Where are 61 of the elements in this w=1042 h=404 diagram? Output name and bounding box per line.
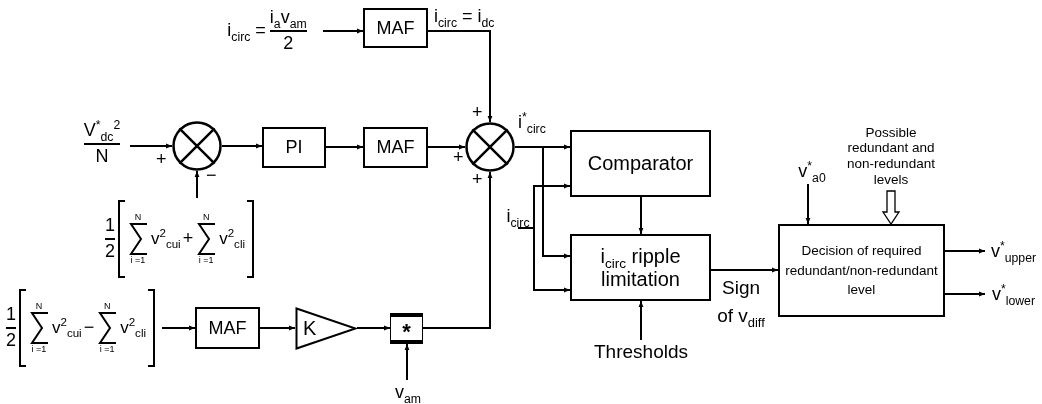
- arrow: [710, 267, 779, 273]
- sign-label: +: [453, 148, 464, 168]
- arrow: [427, 30, 493, 123]
- numerator: 1: [104, 216, 115, 236]
- arrow: [514, 146, 571, 259]
- upper-limit: N: [35, 302, 43, 311]
- arrow: [129, 143, 173, 149]
- numerator: i$_{a}$v$_{am}$: [269, 8, 307, 28]
- lower-limit: i =1: [198, 256, 214, 265]
- arrow: [638, 300, 644, 341]
- denominator: 2: [5, 331, 16, 351]
- numerator: 1: [5, 305, 16, 325]
- arrow: [404, 343, 410, 381]
- multiplier-block: *: [390, 313, 423, 344]
- signal-label: i$_{circ}$: [502, 205, 534, 228]
- arrow: [194, 170, 200, 199]
- arrow: [221, 143, 263, 149]
- formula-text: i$_{circ}$ =: [227, 21, 266, 41]
- arrow: [325, 144, 364, 150]
- filter-block: MAF: [195, 307, 260, 349]
- arrow: [161, 325, 196, 331]
- sign-label: −: [206, 166, 217, 186]
- arrow: [638, 196, 644, 235]
- arrow: [322, 28, 364, 34]
- arrow: [356, 325, 391, 331]
- sign-label: +: [472, 170, 483, 190]
- summing-junction: [172, 121, 222, 171]
- upper-limit: N: [134, 213, 142, 222]
- upper-limit: N: [103, 302, 111, 311]
- input-note: Possible redundant and non-redundant levels: [836, 121, 946, 191]
- hollow-arrow: [881, 190, 901, 226]
- input-label: Thresholds: [586, 340, 696, 364]
- lower-limit: i =1: [99, 345, 115, 354]
- upper-limit: N: [202, 213, 210, 222]
- arrow: [422, 171, 493, 329]
- ripple-limitation-block: i$_{circ}$ ripple limitation: [570, 234, 711, 301]
- controller-block: PI: [262, 127, 326, 168]
- sign-label: +: [472, 103, 483, 123]
- operator: +: [182, 229, 194, 249]
- sign-label: +: [156, 150, 167, 170]
- operator: −: [83, 318, 95, 338]
- decision-block: Decision of required redundant/non-redundant level: [778, 224, 945, 317]
- arrow: [944, 291, 986, 297]
- input-label: v$_{am}$: [392, 380, 424, 404]
- arrow: [944, 248, 986, 254]
- lower-limit: i =1: [130, 256, 146, 265]
- denominator: 2: [283, 34, 294, 54]
- denominator: 2: [104, 242, 115, 262]
- arrow: [517, 227, 571, 293]
- arrow: [805, 183, 811, 225]
- arrow: [259, 325, 296, 331]
- denominator: N: [95, 147, 109, 167]
- filter-block: MAF: [363, 127, 428, 168]
- filter-block: MAF: [363, 8, 428, 48]
- summing-junction: [465, 122, 515, 172]
- gain-triangle: K: [295, 307, 357, 350]
- arrow: [427, 144, 466, 150]
- lower-limit: i =1: [31, 345, 47, 354]
- edge-label: Sign of v$_{diff}$: [716, 276, 766, 330]
- comparator-block: Comparator: [570, 130, 711, 197]
- edge-label: i$_{circ}$ = i$_{dc}$: [434, 7, 495, 27]
